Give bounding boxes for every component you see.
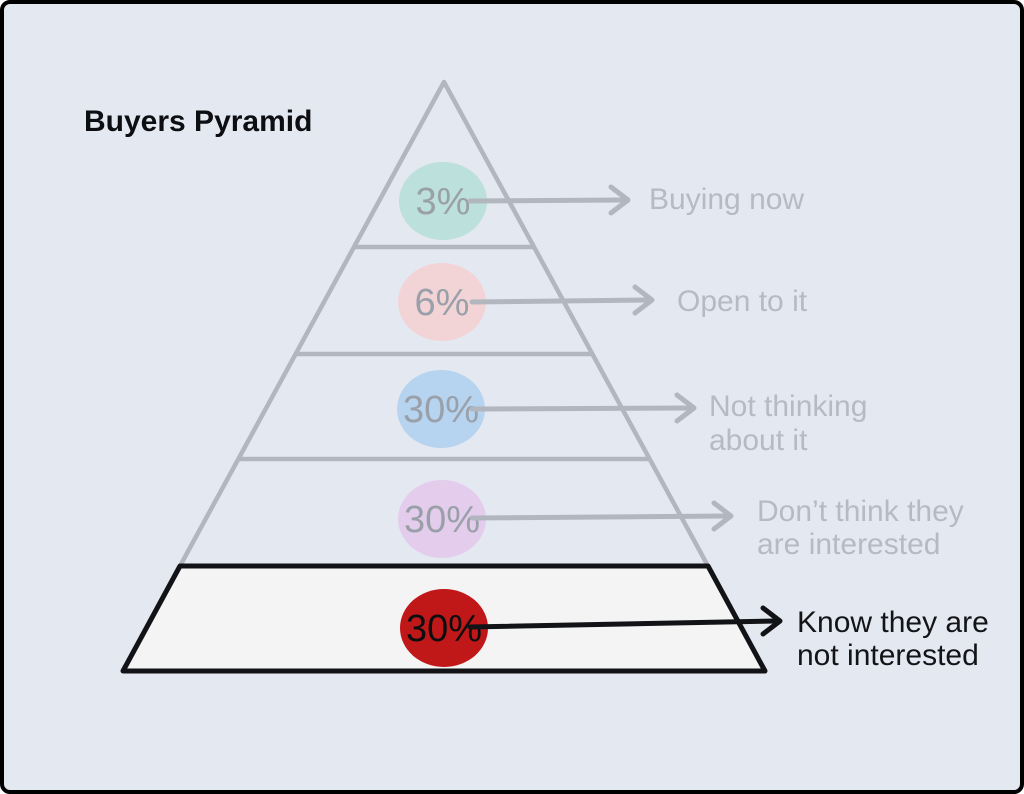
tier-label-line-1: Not thinking [709, 390, 867, 423]
tier-percent: 30% [403, 389, 479, 431]
buyers-pyramid-diagram: Buyers Pyramid 3% Buying now 6% Open to … [84, 79, 989, 674]
tier-percent: 6% [415, 282, 470, 324]
tier-row-dont-think: 30% Don’t think they are interested [398, 480, 964, 561]
tier-label-line-2: about it [709, 424, 808, 457]
tier-circle [398, 480, 486, 558]
tier-arrow [469, 405, 694, 412]
arrowhead-icon [632, 284, 655, 316]
tier-circle [398, 263, 486, 341]
tier-label: Buying now [649, 183, 804, 216]
tier-circle [397, 370, 485, 448]
tier-percent: 30% [404, 499, 480, 541]
tier-row-buying-now: 3% Buying now [399, 162, 804, 240]
tier-row-not-thinking: 30% Not thinking about it [397, 370, 867, 457]
tier-row-know-not-interested: 30% Know they are not interested [400, 589, 989, 672]
arrowhead-icon [711, 500, 734, 532]
tier-circle [400, 589, 488, 667]
tier-arrow [467, 197, 628, 204]
tier-label-line-1: Know they are [797, 606, 989, 639]
tier-label: Open to it [677, 285, 808, 318]
page-title: Buyers Pyramid [84, 105, 312, 138]
tier-arrow [469, 297, 652, 305]
tier-percent: 3% [416, 181, 471, 223]
tier-arrow [469, 513, 731, 521]
tier-circle [399, 162, 487, 240]
arrowhead-icon [608, 184, 631, 216]
tier-label-line-2: not interested [797, 639, 979, 672]
arrowhead-icon [674, 392, 697, 424]
tier-arrow [467, 618, 780, 630]
tier-row-open-to-it: 6% Open to it [398, 263, 808, 341]
arrowhead-icon [760, 605, 783, 637]
tier-label-line-2: are interested [757, 528, 940, 561]
tier-label-line-1: Don’t think they [757, 495, 964, 528]
